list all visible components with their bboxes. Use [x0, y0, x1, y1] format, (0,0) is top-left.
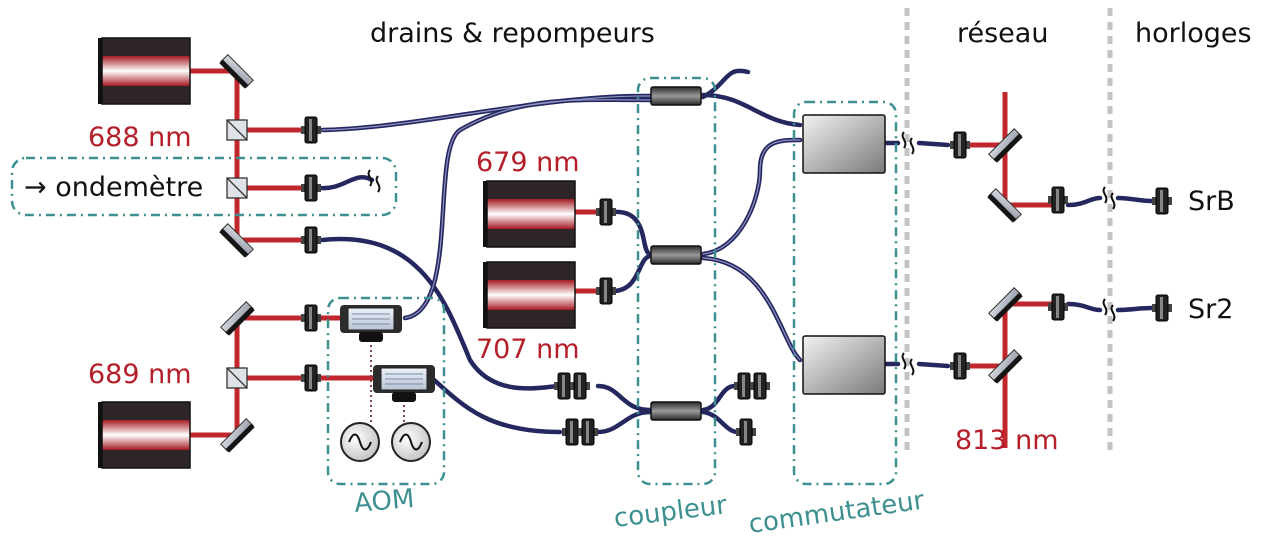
label-commutateur: commutateur — [747, 486, 927, 536]
fiber-coupler — [650, 245, 702, 265]
title-horloges: horloges — [1135, 18, 1252, 49]
aom-device-2 — [372, 364, 436, 403]
label-707nm: 707 nm — [476, 334, 580, 365]
label-679nm: 679 nm — [476, 147, 580, 178]
title-drains-repompeurs: drains & repompeurs — [370, 18, 655, 49]
label-srb: SrB — [1188, 186, 1235, 217]
laser-688 — [97, 37, 191, 105]
fiber-switch-1 — [802, 114, 886, 174]
rf-source-icon — [340, 422, 380, 462]
beam-splitter — [226, 119, 248, 141]
label-689nm: 689 nm — [88, 359, 192, 390]
aom-device-1 — [339, 304, 403, 343]
fiber-coupler — [650, 401, 702, 421]
beam-splitter — [226, 367, 248, 389]
laser-679 — [482, 180, 576, 248]
label-coupleur: coupleur — [612, 490, 729, 534]
aom-box — [326, 296, 446, 486]
ondemetre-box — [10, 156, 398, 217]
label-813nm: 813 nm — [955, 425, 1059, 456]
fibers — [317, 68, 1155, 435]
title-reseau: réseau — [957, 18, 1048, 49]
label-688nm: 688 nm — [88, 122, 192, 153]
rf-source-icon — [391, 422, 431, 462]
beam-splitter — [226, 177, 248, 199]
laser-707 — [482, 261, 576, 329]
coupleur-box — [636, 76, 717, 486]
label-ondemetre: → ondemètre — [24, 172, 203, 203]
label-sr2: Sr2 — [1188, 294, 1233, 325]
commutateur-box — [792, 100, 898, 486]
laser-689 — [97, 401, 191, 469]
fiber-coupler — [650, 86, 702, 106]
label-aom: AOM — [353, 484, 416, 519]
fiber-switch-2 — [802, 335, 886, 395]
